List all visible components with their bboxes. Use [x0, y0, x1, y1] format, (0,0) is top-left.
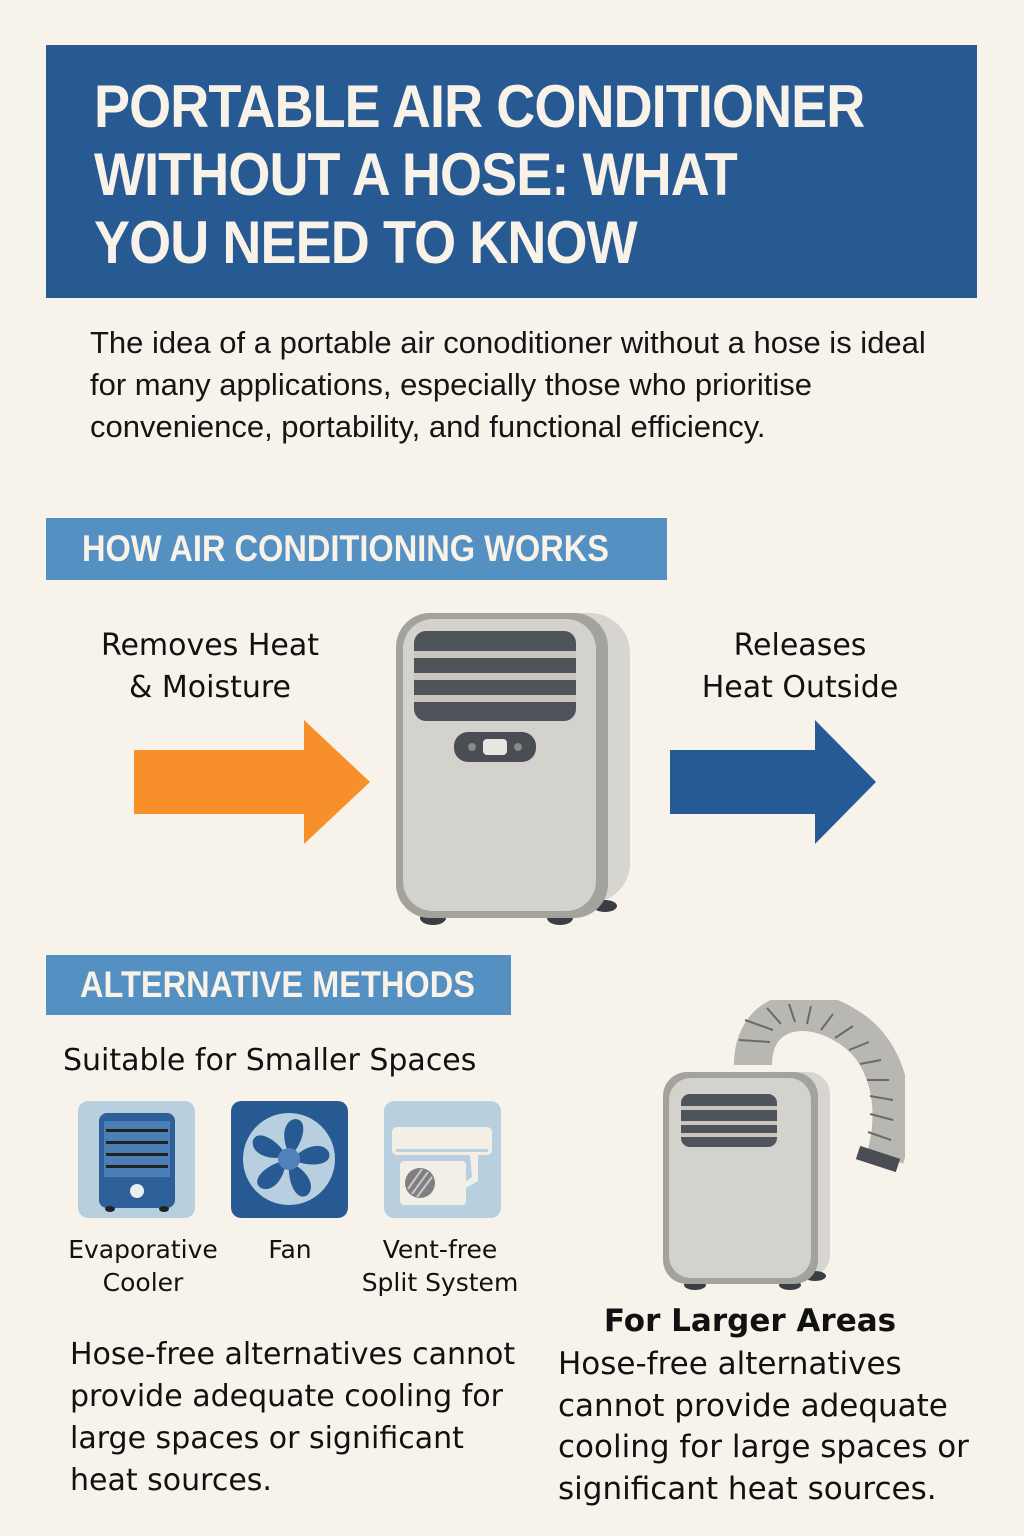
title-banner: PORTABLE AIR CONDITIONER WITHOUT A HOSE:…: [46, 45, 977, 298]
evaporative-cooler-label: Evaporative Cooler: [68, 1235, 218, 1297]
evaporative-cooler-tile: [78, 1101, 195, 1222]
small-spaces-note: Hose-free alternatives cannot provide ad…: [70, 1337, 516, 1498]
evaporative-cooler-icon: [78, 1101, 195, 1218]
portable-ac-unit-icon: [396, 613, 630, 925]
portable-ac-with-hose-icon: [663, 1000, 905, 1290]
page-title: PORTABLE AIR CONDITIONER WITHOUT A HOSE:…: [94, 73, 865, 276]
split-system-icon: [384, 1101, 501, 1218]
fan-tile: [231, 1101, 348, 1222]
arrow-right-icon: [134, 720, 370, 844]
larger-areas-note: Hose-free alternatives cannot provide ad…: [558, 1346, 969, 1507]
intro-paragraph: The idea of a portable air conoditioner …: [90, 325, 926, 444]
fan-icon: [231, 1101, 348, 1218]
releases-heat-label: Releases Heat Outside: [701, 628, 899, 705]
section-banner-alternative-methods: ALTERNATIVE METHODS: [46, 955, 511, 1015]
section-banner-how-ac-works: HOW AIR CONDITIONING WORKS: [46, 518, 667, 580]
larger-areas-heading: For Larger Areas: [603, 1303, 897, 1339]
split-system-tile: [384, 1101, 501, 1222]
smaller-spaces-heading: Suitable for Smaller Spaces: [63, 1043, 477, 1078]
removes-heat-label: Removes Heat & Moisture: [100, 628, 320, 705]
split-system-label: Vent-free Split System: [361, 1235, 519, 1297]
section-heading: HOW AIR CONDITIONING WORKS: [82, 528, 609, 569]
fan-label: Fan: [268, 1235, 312, 1264]
section-heading: ALTERNATIVE METHODS: [80, 964, 475, 1005]
arrow-right-icon: [670, 720, 876, 844]
